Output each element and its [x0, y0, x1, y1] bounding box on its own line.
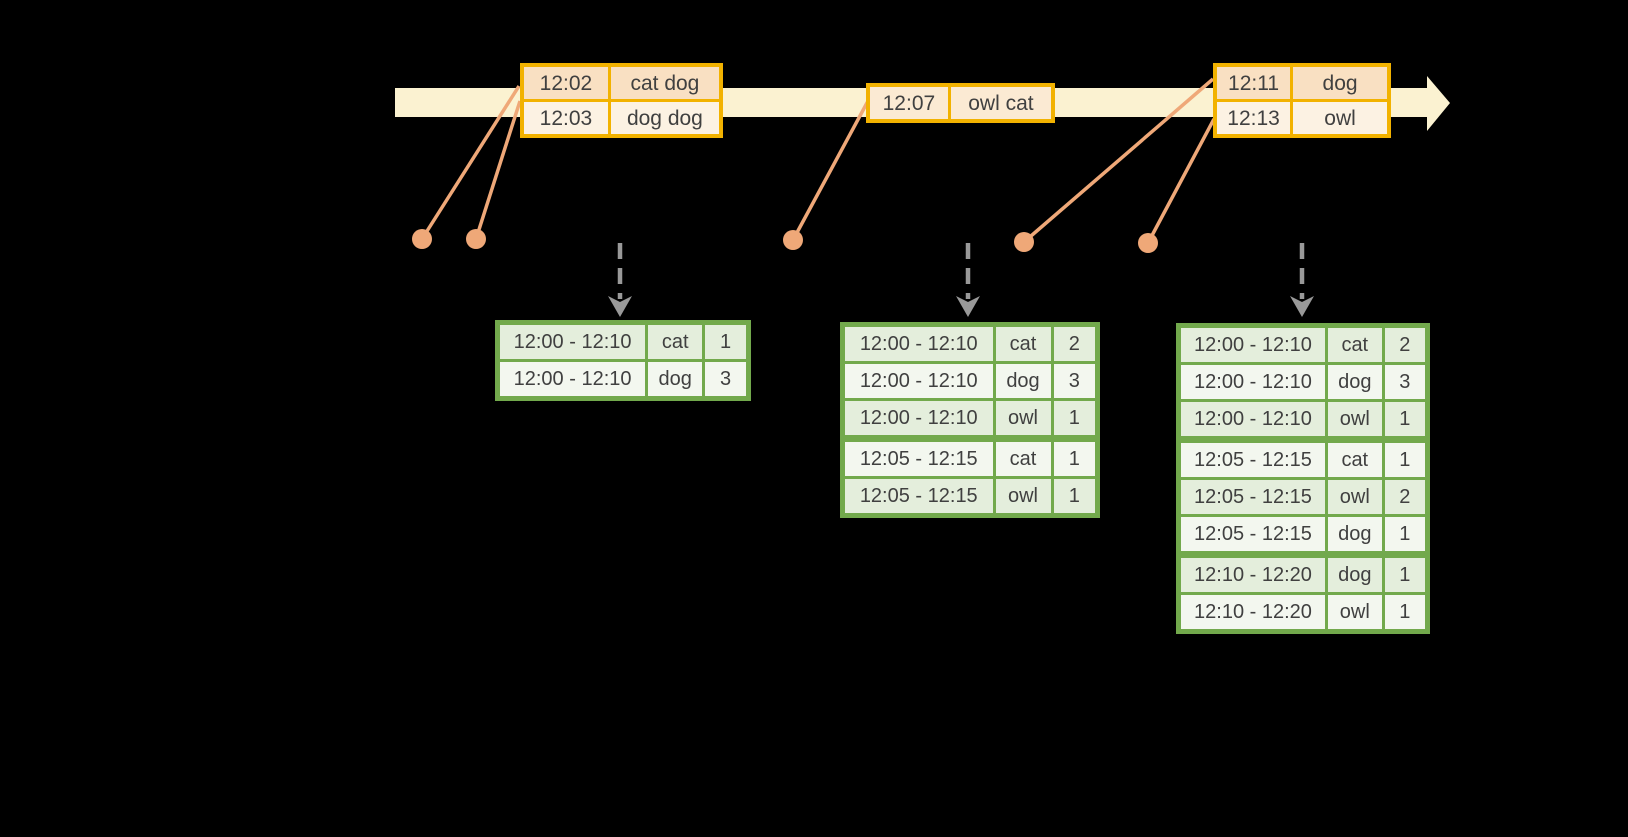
- event-dot: [1014, 232, 1034, 252]
- window-range-cell: 12:00 - 12:10: [1181, 365, 1325, 399]
- window-range-cell: 12:05 - 12:15: [1181, 443, 1325, 477]
- count-cell: 1: [1384, 517, 1425, 551]
- count-cell: 2: [1053, 327, 1095, 361]
- count-cell: 1: [705, 325, 746, 359]
- event-dot: [412, 229, 432, 249]
- count-cell: 1: [1384, 595, 1425, 629]
- event-time-cell: 12:07: [870, 87, 948, 119]
- count-cell: 1: [1053, 442, 1095, 476]
- window-range-cell: 12:00 - 12:10: [845, 327, 993, 361]
- event-words-cell: dog: [1293, 67, 1387, 99]
- event-time-cell: 12:03: [524, 102, 608, 134]
- connector-line: [420, 85, 521, 240]
- word-cell: owl: [995, 479, 1051, 513]
- event-time-cell: 12:13: [1217, 102, 1291, 134]
- window-range-cell: 12:00 - 12:10: [500, 362, 646, 396]
- word-cell: cat: [648, 325, 703, 359]
- word-cell: cat: [995, 442, 1051, 476]
- word-cell: cat: [1327, 328, 1382, 362]
- connector-line: [1022, 77, 1215, 244]
- count-cell: 2: [1384, 328, 1425, 362]
- word-cell: dog: [1327, 517, 1382, 551]
- window-range-cell: 12:05 - 12:15: [845, 479, 993, 513]
- event-words-cell: cat dog: [610, 67, 719, 99]
- event-dots: [412, 229, 1158, 253]
- connector-line: [1146, 118, 1216, 244]
- event-dot: [466, 229, 486, 249]
- count-cell: 1: [1053, 479, 1095, 513]
- event-time-cell: 12:11: [1217, 67, 1291, 99]
- word-cell: owl: [1327, 402, 1382, 436]
- word-cell: cat: [995, 327, 1051, 361]
- arrow-down-icon: [608, 296, 632, 317]
- window-range-cell: 12:00 - 12:10: [1181, 328, 1325, 362]
- count-cell: 1: [1053, 401, 1095, 435]
- window-range-cell: 12:00 - 12:10: [845, 401, 993, 435]
- arrow-down-icon: [1290, 296, 1314, 317]
- count-cell: 1: [1384, 402, 1425, 436]
- timeline-arrowhead-icon: [1427, 76, 1450, 131]
- window-range-cell: 12:05 - 12:15: [1181, 480, 1325, 514]
- word-cell: owl: [995, 401, 1051, 435]
- count-cell: 1: [1384, 558, 1425, 592]
- word-cell: dog: [648, 362, 703, 396]
- event-time-cell: 12:02: [524, 67, 608, 99]
- event-words-cell: owl: [1293, 102, 1387, 134]
- count-cell: 3: [1053, 364, 1095, 398]
- arrow-down-icon: [956, 296, 980, 317]
- count-cell: 2: [1384, 480, 1425, 514]
- window-range-cell: 12:05 - 12:15: [845, 442, 993, 476]
- event-words-cell: owl cat: [950, 87, 1051, 119]
- word-cell: owl: [1327, 595, 1382, 629]
- window-range-cell: 12:10 - 12:20: [1181, 558, 1325, 592]
- window-range-cell: 12:00 - 12:10: [500, 325, 646, 359]
- count-cell: 3: [1384, 365, 1425, 399]
- window-range-cell: 12:00 - 12:10: [845, 364, 993, 398]
- word-cell: dog: [1327, 365, 1382, 399]
- connector-line: [474, 100, 522, 240]
- event-dot: [783, 230, 803, 250]
- count-cell: 1: [1384, 443, 1425, 477]
- word-cell: dog: [995, 364, 1051, 398]
- event-connector-lines: [420, 77, 1216, 244]
- word-cell: cat: [1327, 443, 1382, 477]
- event-dot: [1138, 233, 1158, 253]
- count-cell: 3: [705, 362, 746, 396]
- event-words-cell: dog dog: [610, 102, 719, 134]
- window-range-cell: 12:10 - 12:20: [1181, 595, 1325, 629]
- word-cell: owl: [1327, 480, 1382, 514]
- window-range-cell: 12:00 - 12:10: [1181, 402, 1325, 436]
- connector-line: [791, 100, 870, 241]
- word-cell: dog: [1327, 558, 1382, 592]
- trigger-arrows: [608, 243, 1314, 317]
- window-range-cell: 12:05 - 12:15: [1181, 517, 1325, 551]
